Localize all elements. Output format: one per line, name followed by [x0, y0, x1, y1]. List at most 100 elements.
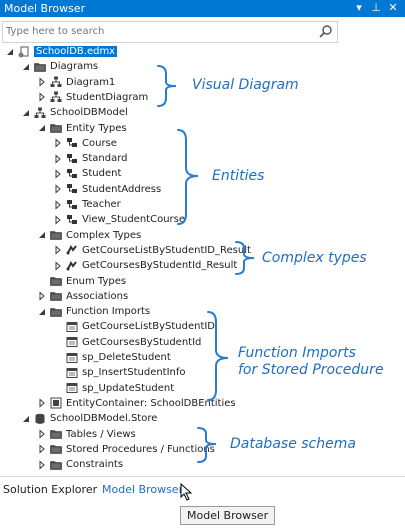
brace-entities — [177, 129, 199, 225]
collapsed-arrow-icon[interactable] — [53, 153, 63, 164]
folder-icon — [50, 428, 62, 440]
tree-node[interactable]: Diagrams — [21, 59, 98, 74]
tree-node[interactable]: SchoolDBModel — [21, 105, 128, 120]
tree-node-label: Associations — [66, 290, 129, 302]
tree-node[interactable]: GetCoursesByStudentId_Result — [53, 258, 237, 273]
tree-node-label: StudentAddress — [82, 183, 162, 195]
tree-node[interactable]: Function Imports — [37, 304, 150, 319]
tree-node[interactable]: Entity Types — [37, 121, 127, 136]
collapsed-arrow-icon[interactable] — [37, 92, 47, 102]
collapsed-arrow-icon[interactable] — [53, 245, 63, 255]
tree-node-label: Entity Types — [66, 122, 127, 134]
tree-node[interactable]: EntityContainer: SchoolDBEntities — [37, 396, 236, 411]
tree-node[interactable]: Diagram1 — [37, 75, 115, 90]
expanded-arrow-icon[interactable] — [37, 123, 47, 133]
tree-node[interactable]: SchoolDBModel.Store — [21, 411, 157, 426]
collapsed-arrow-icon[interactable] — [53, 261, 63, 271]
tree-node[interactable]: sp_DeleteStudent — [53, 350, 171, 365]
tree-node[interactable]: Course — [53, 136, 117, 151]
complex-type-icon — [66, 244, 78, 256]
expanded-arrow-icon[interactable] — [37, 307, 47, 317]
folder-icon — [50, 229, 62, 241]
tree-node[interactable]: sp_InsertStudentInfo — [53, 365, 186, 380]
collapsed-arrow-icon[interactable] — [37, 291, 47, 301]
tree-node[interactable]: Associations — [37, 289, 128, 304]
expanded-arrow-icon[interactable] — [5, 47, 15, 57]
folder-icon — [50, 290, 62, 302]
function-import-icon — [66, 336, 78, 348]
folder-icon — [50, 443, 62, 455]
annotation-function-imports-1: Function Imports — [238, 345, 356, 361]
tree-node[interactable]: Enum Types — [37, 274, 126, 289]
dropdown-button[interactable]: ▾ — [356, 1, 362, 14]
collapsed-arrow-icon[interactable] — [53, 169, 63, 179]
collapsed-arrow-icon[interactable] — [37, 444, 47, 454]
expanded-arrow-icon[interactable] — [21, 108, 31, 118]
tree-node[interactable]: Tables / Views — [37, 427, 136, 442]
expanded-arrow-icon[interactable] — [21, 414, 31, 424]
tree-node-label: Course — [82, 137, 117, 149]
folder-icon — [34, 61, 46, 73]
tree-node[interactable]: SchoolDB.edmx — [5, 44, 118, 59]
tree-node-label: Stored Procedures / Functions — [66, 443, 215, 455]
entity-icon — [66, 168, 78, 180]
tree-node-label: StudentDiagram — [66, 91, 149, 103]
expanded-arrow-icon[interactable] — [37, 230, 47, 240]
collapsed-arrow-icon[interactable] — [37, 429, 47, 439]
model-icon — [34, 107, 46, 119]
folder-icon — [50, 122, 62, 134]
tree-node-label: SchoolDBModel.Store — [50, 413, 158, 425]
close-button[interactable]: ✕ — [388, 1, 398, 14]
tree-node[interactable]: Constraints — [37, 457, 123, 472]
tree-node-label: Complex Types — [66, 229, 142, 241]
collapsed-arrow-icon[interactable] — [37, 77, 47, 87]
folder-icon — [50, 459, 62, 471]
function-import-icon — [66, 382, 78, 394]
collapsed-arrow-icon[interactable] — [53, 184, 63, 194]
collapsed-arrow-icon[interactable] — [37, 459, 47, 470]
tab-solution-explorer[interactable]: Solution Explorer — [3, 483, 98, 496]
tree-node[interactable]: Teacher — [53, 197, 121, 212]
function-import-icon — [66, 321, 78, 333]
function-import-icon — [66, 352, 78, 364]
tree-node[interactable]: StudentAddress — [53, 182, 161, 197]
tree-node[interactable]: View_StudentCourse — [53, 212, 185, 227]
database-icon — [34, 413, 46, 425]
collapsed-arrow-icon[interactable] — [53, 215, 63, 225]
tree-node-label: Diagrams — [50, 61, 99, 73]
brace-database-schema — [197, 427, 217, 463]
tree-node[interactable]: GetCourseListByStudentID_Result — [53, 243, 251, 258]
tree-node[interactable]: Student — [53, 166, 121, 181]
tree-node[interactable]: GetCourseListByStudentID — [53, 319, 215, 334]
tree-node-label: Function Imports — [66, 306, 151, 318]
tree-node-label: sp_DeleteStudent — [82, 352, 171, 363]
edmx-icon — [18, 46, 30, 58]
bottom-tab-bar: Solution Explorer Model Browser — [0, 476, 405, 529]
pin-button[interactable]: ⊥ — [371, 1, 381, 14]
tree-node[interactable]: GetCoursesByStudentId — [53, 335, 201, 350]
tree-node-label: Teacher — [82, 199, 121, 210]
tab-model-browser[interactable]: Model Browser — [102, 483, 184, 496]
collapsed-arrow-icon[interactable] — [53, 138, 63, 148]
tree-node[interactable]: Complex Types — [37, 228, 141, 243]
tree-node-label: Student — [82, 168, 122, 180]
title-bar: Model Browser ▾ ⊥ ✕ — [0, 0, 405, 17]
diagram-icon — [50, 91, 62, 103]
collapsed-arrow-icon[interactable] — [53, 199, 63, 210]
entity-icon — [66, 137, 78, 149]
search-button[interactable] — [317, 23, 335, 41]
brace-complex-types — [235, 241, 255, 275]
tree-node[interactable]: StudentDiagram — [37, 90, 148, 105]
tree-node-label: Constraints — [66, 459, 124, 471]
annotation-database-schema: Database schema — [230, 436, 356, 452]
tree-node[interactable]: Standard — [53, 151, 128, 166]
tree-node-label: GetCoursesByStudentId_Result — [82, 260, 238, 272]
search-box[interactable] — [2, 21, 338, 43]
mouse-cursor-icon — [180, 483, 193, 501]
collapsed-arrow-icon[interactable] — [37, 398, 47, 408]
tree-node[interactable]: sp_UpdateStudent — [53, 381, 174, 396]
tree-node[interactable]: Stored Procedures / Functions — [37, 442, 215, 457]
search-input[interactable] — [6, 24, 296, 39]
annotation-entities: Entities — [212, 168, 265, 184]
expanded-arrow-icon[interactable] — [21, 62, 31, 72]
